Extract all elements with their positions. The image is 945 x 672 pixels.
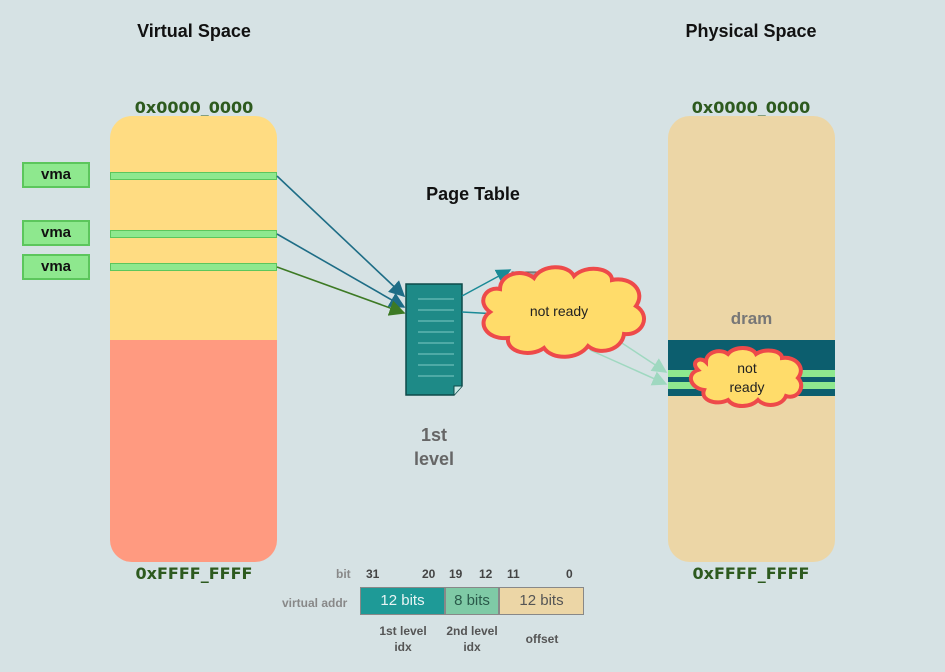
virtual-addr-label: virtual addr <box>282 596 348 610</box>
virtual-space-lower <box>110 340 277 562</box>
virtual-top-address: 0x0000_0000 <box>134 98 254 117</box>
field-caption: offset <box>504 631 580 647</box>
physical-top-address: 0x0000_0000 <box>691 98 811 117</box>
vma-label: vma <box>22 254 90 280</box>
dram-label: dram <box>730 309 773 328</box>
field-caption: 1st level idx <box>365 623 441 655</box>
field-caption-line: idx <box>463 640 481 654</box>
level-label: 1st <box>420 425 447 445</box>
not-ready-cloud <box>481 265 646 359</box>
second-level-idx-field: 8 bits <box>445 587 499 615</box>
first-level-table <box>405 283 463 396</box>
field-caption-line: idx <box>394 640 412 654</box>
vma-label: vma <box>22 220 90 246</box>
not-ready-text: not ready <box>529 303 589 319</box>
field-caption-line: offset <box>525 632 559 646</box>
bit-number: 31 <box>366 567 380 581</box>
page-table-title: Page Table <box>426 184 520 204</box>
virtual-space-block <box>110 116 277 562</box>
not-ready-text: ready <box>729 379 765 395</box>
virtual-space-title: Virtual Space <box>137 21 251 41</box>
vma-label: vma <box>22 162 90 188</box>
physical-bottom-address: 0xFFFF_FFFF <box>692 564 810 583</box>
bit-number: 19 <box>449 567 463 581</box>
level-label: level <box>413 449 455 469</box>
bit-number: 0 <box>566 567 573 581</box>
bit-number: 11 <box>507 567 520 581</box>
vma-to-table-arrow <box>276 233 406 308</box>
bit-number: 12 <box>479 567 493 581</box>
field-caption-line: 2nd level <box>446 624 498 638</box>
offset-field: 12 bits <box>499 587 584 615</box>
table-to-dram-arrow <box>589 349 668 386</box>
not-ready-text: not <box>737 360 757 376</box>
physical-space-title: Physical Space <box>685 21 817 41</box>
vma-strip <box>110 263 277 271</box>
virtual-bottom-address: 0xFFFF_FFFF <box>135 564 253 583</box>
vma-to-table-arrow <box>276 175 406 298</box>
table-to-second-level-arrow <box>461 269 512 297</box>
not-ready-cloud <box>688 346 804 408</box>
bit-row-label: bit <box>336 567 351 581</box>
bit-number: 20 <box>422 567 436 581</box>
vma-strip <box>110 172 277 180</box>
first-level-idx-field: 12 bits <box>360 587 445 615</box>
physical-space-block <box>668 116 835 562</box>
virtual-space-upper <box>110 116 277 340</box>
vma-strip <box>110 230 277 238</box>
field-caption-line: 1st level <box>379 624 427 638</box>
field-caption: 2nd level idx <box>436 623 508 655</box>
vma-to-table-arrow <box>276 266 406 316</box>
